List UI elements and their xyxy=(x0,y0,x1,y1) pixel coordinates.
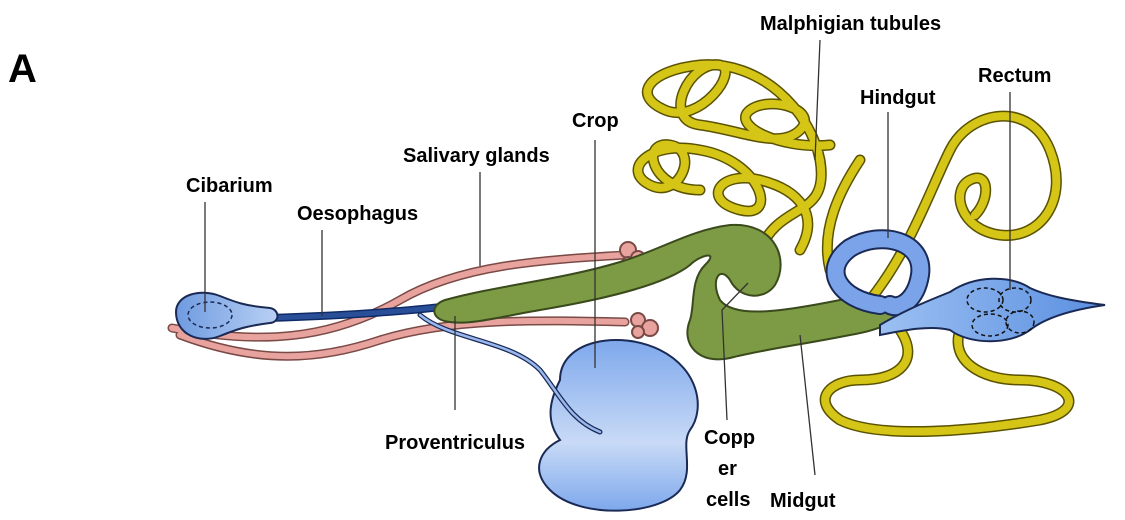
panel-label: A xyxy=(8,47,37,91)
label-copper-cells-3: cells xyxy=(706,489,750,511)
label-proventriculus: Proventriculus xyxy=(385,432,525,454)
label-malpighian-tubules: Malphigian tubules xyxy=(760,13,941,35)
salivary-gland-knot-lower xyxy=(631,313,658,338)
label-copper-cells-2: er xyxy=(718,458,737,480)
label-rectum: Rectum xyxy=(978,65,1051,87)
leader-midgut xyxy=(800,335,815,475)
label-copper-cells-1: Copp xyxy=(704,427,755,449)
cibarium xyxy=(176,293,278,339)
label-cibarium: Cibarium xyxy=(186,175,273,197)
label-crop: Crop xyxy=(572,110,619,132)
label-midgut: Midgut xyxy=(770,490,836,512)
label-hindgut: Hindgut xyxy=(860,87,936,109)
crop xyxy=(539,340,698,511)
hindgut xyxy=(836,239,921,306)
label-salivary-glands: Salivary glands xyxy=(403,145,550,167)
label-oesophagus: Oesophagus xyxy=(297,203,418,225)
